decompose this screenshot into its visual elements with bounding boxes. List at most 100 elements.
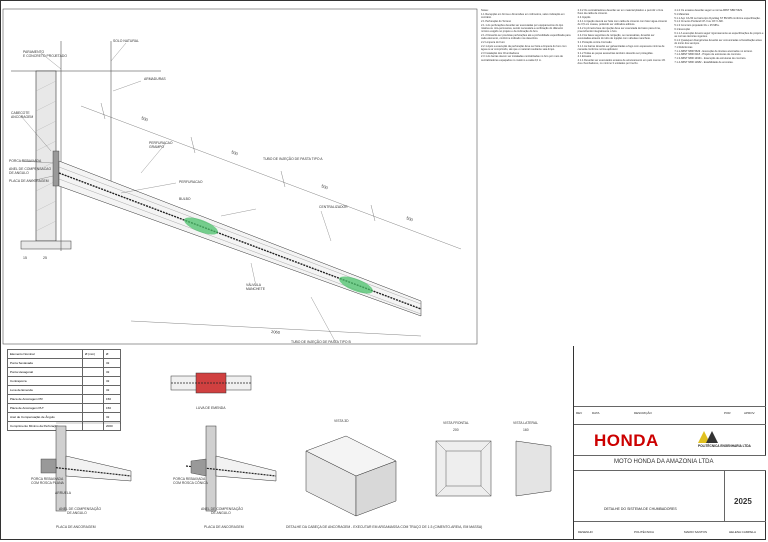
note-line: 1.1 Recepção em forma e dimensões em mil… [481,12,565,19]
spec-cell: Luva de Emenda [7,385,83,395]
label-porca-rebaixada-1: PORCA REBAIXADA [31,477,64,481]
note-line: 7.1.2 ABNT NBR 6118 - Projeto de estrutu… [674,53,742,57]
footer-row: DESENHO POLITÉCNICA MARIO SANTOS HELENA … [574,521,766,539]
spec-cell: Contraporca [7,376,83,386]
spec-cell: 150 [103,394,121,404]
note-line: 7.1.3 ABNT NBR 14931 - Execução de estru… [674,57,747,61]
label-manchete: MANCHETE [246,287,266,291]
spec-cell: 150 [103,403,121,413]
footer-1: DESENHO [578,530,593,534]
label-armaduras: ARMADURAS [144,77,166,81]
label-de-angulo-2: DE ANGULO [211,511,231,515]
spec-row: Placa de Ancoragem PLT 150 [7,403,121,413]
label-vista-frontal: VISTA FRONTAL [443,421,469,425]
footer-4: HELENA CAMPELA [729,530,757,534]
spec-table-wrap: Elemento Nominal Ø (mm) Ø Porca Sextavad… [7,349,121,431]
note-line: 6.1 Execução [674,27,691,31]
project-row: MOTO HONDA DA AMAZONIA LTDA [574,455,766,470]
label-anel-comp-1: ANEL DE COMPENSAÇÃO [59,507,102,511]
dim-15: 15 [23,256,27,260]
dim-200-top: 200 [453,428,459,432]
spec-cell: Placa de Ancoragem PLT [7,403,83,413]
spec-cell: 32 [103,376,121,386]
general-notes: Notas:1.1 Recepção em forma e dimensões … [481,9,765,354]
note-line: 2.2 Limpeza do Furo [481,40,505,44]
spec-cell [82,385,104,395]
dimension-chain [80,102,462,250]
spec-header-val: Ø [103,349,121,359]
head-side-view [515,440,552,497]
dim-500-2: 500 [231,149,240,156]
rev-h-aprov: APROV. [744,411,756,415]
label-placa-ancoragem: PLACA DE ANCORAGEM [9,179,49,183]
note-line: 4.1.2 Os ensaios deverão seguir a norma … [674,9,743,12]
rev-h-data: DATA [592,411,600,415]
dim-160: 160 [523,428,529,432]
spec-cell: Porca Sextavada [7,358,83,368]
note-line: 2.4.2 A primeira fase de injeção deve se… [577,26,661,33]
note-line: 5.1.1 Aço CA-50 ou barra tipo Dywidag ST… [674,16,761,20]
label-paramento: PARAMENTO [23,50,45,54]
company-logo-icon [698,430,718,443]
note-line: 2.4.1 A injeção deverá ser feita com cal… [577,19,668,26]
spec-cell [82,394,104,404]
dim-500-1: 500 [141,115,150,122]
drawing-year: 2025 [734,497,752,506]
anchor-plate-detail-2 [185,425,277,512]
note-line: 2.3.2 Os centralizadores deverão ser em … [577,9,664,16]
project-name: MOTO HONDA DA AMAZONIA LTDA [614,459,714,465]
note-line: 3.1.2 Todas as peças acessórias também d… [577,51,654,55]
drawing-title-row: DETALHE DO SISTEMA DE CHUMBADORES 2025 [574,470,766,521]
label-vista-3d: VISTA 3D [334,419,349,423]
note-line: 5.1 Materiais [674,12,690,16]
label-arruela: ARRUELA [55,491,72,495]
grout-bulb-2 [339,276,373,294]
label-com-rosca-conica: COM ROSCA CÔNICA [173,481,208,485]
spec-cell: Porca Hexagonal [7,367,83,377]
wall-hatch [35,80,57,232]
dim-2060: 2060 [271,329,281,335]
title-block: REV DATA DESCRIÇÃO POR APROV. HONDA POLI… [573,346,766,539]
spec-cell [82,403,104,413]
note-line: 2.3 Instalação dos Chumbadores [481,51,520,55]
footer-3: MARIO SANTOS [684,530,707,534]
grout-bulb-1 [184,217,218,235]
label-anel-compensacao: ANEL DE COMPENSACAO [9,167,52,171]
label-centralizador: CENTRALIZADOR [319,205,348,209]
anchor-section-drawing: 500 500 500 500 2060 15 25 [2,8,478,345]
dim-500-3: 500 [321,183,330,190]
label-cabecote: CABECOTE [11,111,30,115]
label-grampo: GRAMPO [149,145,165,149]
footing [20,240,72,250]
spec-cell: 32 [103,358,121,368]
spec-row: Porca Sextavada 32 [7,358,121,368]
caption-detalhe-cabeca: DETALHE DA CABEÇA DE ANCORAGEM - EXECUTA… [286,525,483,529]
rev-h-por: POR [724,411,731,415]
label-porca-rebaixada: PORCA REBAIXADA [9,159,42,163]
label-bulbo: BULBO [179,197,191,201]
logo-row: HONDA POLITÉCNICA ENGENHARIA LTDA [574,424,766,455]
note-line: 3.1.1 As barras deverão ser galvanizadas… [577,44,665,51]
label-luva-emenda: LUVA DE EMENDA [196,406,226,410]
anchor-plate-detail-1 [40,422,132,512]
spec-cell: 2000 [103,421,121,431]
rev-h-desc: DESCRIÇÃO [634,411,652,415]
note-line: 2.4 Injeção [577,16,591,19]
note-line: 2.1.2 Deverão ser previstas perfurações … [481,33,571,40]
label-perfuracao-2: PERFURACAO [179,180,203,184]
spec-cell [82,376,104,386]
label-de-angulo-1: DE ANGULO [67,511,87,515]
label-concreto: E CONCRETO PROJETADO [23,54,67,58]
footer-2: POLITÉCNICA [634,530,655,534]
note-line: 2.1.1 As perfurações deverão ser executa… [481,23,564,33]
note-line: 6.1.2 Quaisquer divergências deverão ser… [674,38,762,45]
spec-row: Contraporca 32 [7,376,121,386]
label-anel-comp-2: ANEL DE COMPENSAÇÃO [201,507,244,511]
note-line: 7.1.1 ABNT NBR 5629 - Execução de tirant… [674,49,753,53]
note-line: 7.1.4 ABNT NBR 11682 - Estabilidade de e… [674,60,734,64]
note-line: 4.1 Ensaios [577,55,592,59]
